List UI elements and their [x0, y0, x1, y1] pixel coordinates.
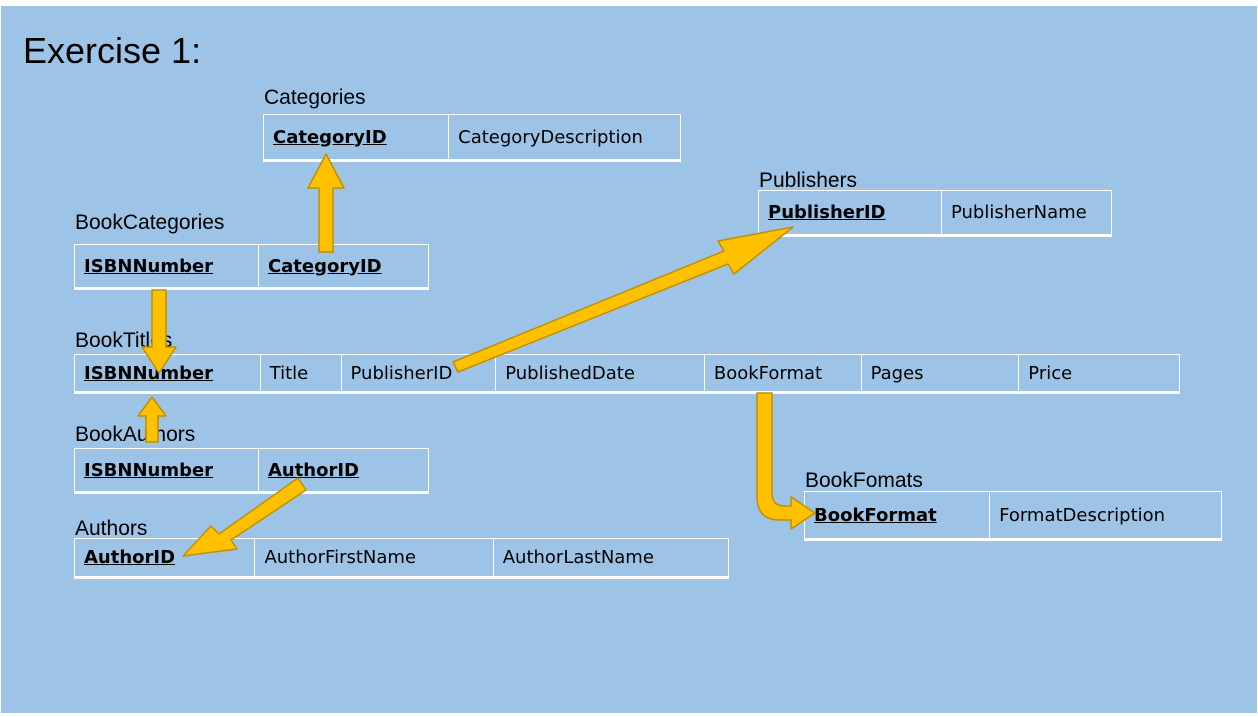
- column-title: Title: [261, 355, 342, 391]
- table-book-authors: ISBNNumber AuthorID: [74, 448, 429, 494]
- table-book-titles: ISBNNumber Title PublisherID PublishedDa…: [74, 354, 1180, 394]
- table-publishers: PublisherID PublisherName: [758, 190, 1112, 237]
- table-authors: AuthorID AuthorFirstName AuthorLastName: [74, 538, 729, 579]
- table-categories: CategoryID CategoryDescription: [263, 114, 681, 162]
- column-isbn-number: ISBNNumber: [75, 449, 259, 491]
- column-category-id: CategoryID: [267, 255, 382, 277]
- column-author-id: AuthorID: [267, 459, 359, 481]
- column-publisher-name: PublisherName: [950, 202, 1087, 223]
- column-book-format: BookFormat: [705, 355, 862, 391]
- column-author-id: AuthorID: [75, 539, 256, 576]
- slide-canvas: Exercise 1: Categories CategoryID Catego…: [1, 6, 1257, 713]
- table-book-formats: BookFormat FormatDescription: [804, 491, 1222, 541]
- column-price: Price: [1028, 362, 1073, 384]
- table-label-book-formats: BookFomats: [805, 469, 923, 492]
- arrow-bookcategories-to-categories: [307, 153, 345, 253]
- column-author-first-name: AuthorFirstName: [255, 539, 494, 576]
- slide-title: Exercise 1:: [23, 30, 202, 71]
- column-category-id: CategoryID: [264, 115, 450, 159]
- table-label-book-categories: BookCategories: [75, 211, 225, 234]
- table-label-book-authors: BookAuthors: [75, 423, 196, 446]
- table-book-categories: ISBNNumber CategoryID: [74, 244, 429, 290]
- arrow-booktitles-to-publishers: [452, 226, 794, 373]
- table-label-categories: Categories: [264, 86, 366, 109]
- column-format-description: FormatDescription: [999, 504, 1166, 526]
- column-isbn-number: ISBNNumber: [75, 355, 261, 391]
- column-category-description: CategoryDescription: [458, 126, 643, 148]
- table-label-authors: Authors: [75, 517, 148, 540]
- table-label-publishers: Publishers: [759, 169, 858, 192]
- table-label-book-titles: BookTitles: [75, 329, 173, 352]
- column-publisher-id: PublisherID: [342, 355, 497, 391]
- column-publisher-id: PublisherID: [759, 191, 942, 234]
- column-book-format: BookFormat: [805, 492, 991, 538]
- column-author-last-name: AuthorLastName: [502, 547, 654, 568]
- column-isbn-number: ISBNNumber: [75, 245, 259, 287]
- column-published-date: PublishedDate: [496, 355, 705, 391]
- column-pages: Pages: [862, 355, 1020, 391]
